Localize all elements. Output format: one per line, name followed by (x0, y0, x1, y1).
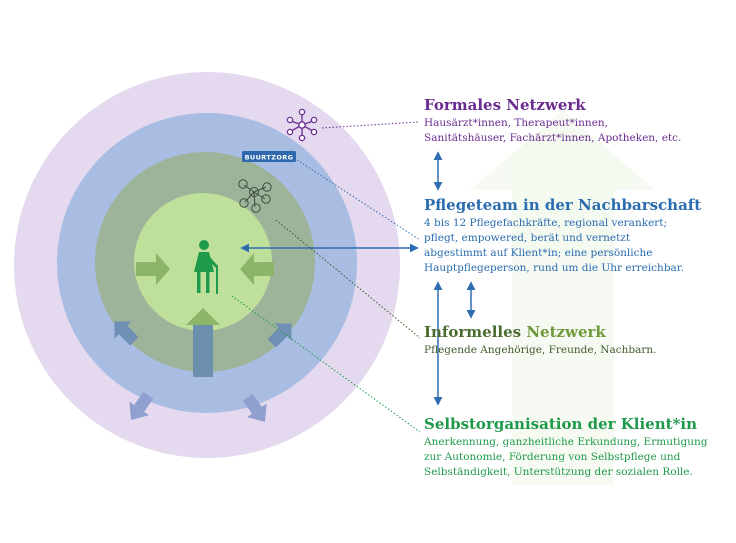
self-organisation-line: zur Autonomie, Förderung von Selbstpfleg… (424, 451, 681, 463)
care-team-line: 4 bis 12 Pflegefachkräfte, regional vera… (424, 217, 668, 229)
care-team-line: pflegt, empowered, berät und vernetzt (424, 232, 631, 244)
self-organisation-line: Selbständigkeit, Unterstützung der sozia… (424, 466, 693, 478)
blue-ring-right-outward-arrow (242, 393, 267, 422)
inner-up-arrow (186, 308, 220, 377)
inner-left-arrow (136, 253, 170, 285)
self-organisation-description: Anerkennung, ganzheitliche Erkundung, Er… (424, 435, 708, 480)
blue-ring-left-outward-arrow (129, 391, 154, 420)
informal-network-title: Informelles Netzwerk (424, 323, 656, 341)
informal-line: Pflegende Angehörige, Freunde, Nachbarn. (424, 344, 657, 356)
team-connector-line (275, 219, 421, 339)
formal-network-title: Formales Netzwerk (424, 96, 586, 114)
self-organisation-title: Selbstorganisation der Klient*in (424, 415, 697, 433)
care-team-line: abgestimmt auf Klient*in; eine persönlic… (424, 247, 653, 259)
formal-line: Hausärzt*innen, Therapeut*innen, (424, 117, 609, 129)
self-organisation-line: Anerkennung, ganzheitliche Erkundung, Er… (424, 436, 708, 448)
inner-right-arrow (240, 253, 274, 285)
green-ring-left-arrow (114, 321, 139, 346)
client-connector-line (231, 295, 421, 433)
buurtzorg-logo: BUURTZORG (242, 151, 296, 162)
logo-text: BUURTZORG (245, 154, 294, 162)
informal-network-block: Informelles Netzwerk Pflegende Angehörig… (424, 323, 656, 358)
formal-network-description: Hausärzt*innen, Therapeut*innen, Sanität… (424, 116, 681, 146)
informal-title-word1: Informelles (424, 323, 522, 341)
informal-title-word2: Netzwerk (526, 323, 606, 341)
care-team-title: Pflegeteam in der Nachbarschaft (424, 196, 702, 214)
formal-network-block: Formales Netzwerk Hausärzt*innen, Therap… (424, 96, 681, 146)
care-team-description: 4 bis 12 Pflegefachkräfte, regional vera… (424, 216, 701, 276)
network-nodes-icon (286, 108, 318, 142)
green-ring-right-arrow (267, 323, 292, 348)
team-people-icon (238, 179, 272, 213)
informal-network-description: Pflegende Angehörige, Freunde, Nachbarn. (424, 343, 656, 358)
background-up-arrow (470, 110, 655, 485)
care-team-block: Pflegeteam in der Nachbarschaft 4 bis 12… (424, 196, 701, 276)
formal-line: Sanitätshäuser, Fachärzt*innen, Apotheke… (424, 132, 682, 144)
self-organisation-block: Selbstorganisation der Klient*in Anerken… (424, 415, 708, 480)
care-team-line: Hauptpflegeperson, rund um die Uhr errei… (424, 262, 685, 274)
elderly-person-icon (194, 240, 218, 294)
